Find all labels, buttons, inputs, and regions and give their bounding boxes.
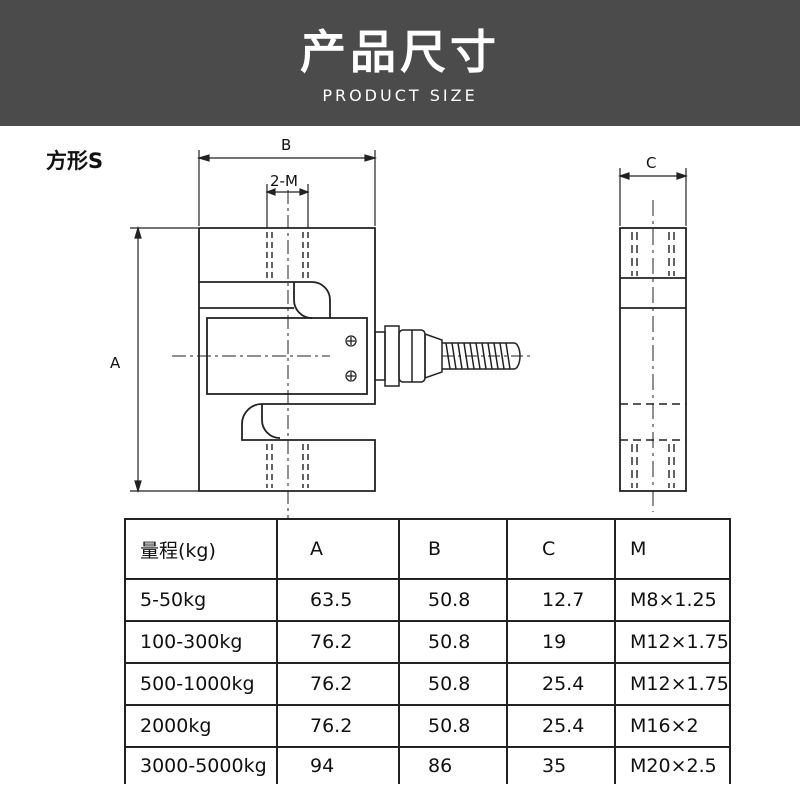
table-cell: 76.2	[276, 620, 400, 664]
table-row: 3000-5000kg 94 86 35 M20×2.5	[124, 746, 731, 784]
table-cell: 35	[506, 746, 616, 784]
table-header-row: 量程(kg) A B C M	[124, 518, 731, 580]
table-cell: M12×1.75	[614, 662, 731, 706]
table-cell: 50.8	[398, 704, 508, 748]
table-cell: 19	[506, 620, 616, 664]
table-cell: 12.7	[506, 578, 616, 622]
table-cell: 50.8	[398, 620, 508, 664]
dim-label-b: B	[281, 136, 291, 154]
dimension-c	[618, 168, 688, 226]
dim-label-m: 2-M	[270, 172, 298, 190]
table-cell: 25.4	[506, 704, 616, 748]
table-header-c: C	[506, 518, 616, 580]
dim-label-a: A	[110, 354, 121, 372]
table-row: 2000kg 76.2 50.8 25.4 M16×2	[124, 704, 731, 748]
table-header-a: A	[276, 518, 400, 580]
table-cell: 76.2	[276, 662, 400, 706]
table-cell: 100-300kg	[124, 620, 278, 664]
cable-gland	[374, 325, 443, 387]
table-cell: 5-50kg	[124, 578, 278, 622]
table-cell: 50.8	[398, 662, 508, 706]
table-cell: 50.8	[398, 578, 508, 622]
front-view	[198, 227, 376, 492]
table-cell: 94	[276, 746, 400, 784]
spec-table: 量程(kg) A B C M 5-50kg 63.5 50.8 12.7 M8×…	[124, 518, 731, 784]
dimension-2m	[265, 184, 310, 228]
screw-top	[345, 335, 357, 347]
table-row: 5-50kg 63.5 50.8 12.7 M8×1.25	[124, 578, 731, 622]
table-cell: 25.4	[506, 662, 616, 706]
table-cell: M16×2	[614, 704, 731, 748]
table-row: 100-300kg 76.2 50.8 19 M12×1.75	[124, 620, 731, 664]
table-cell: 2000kg	[124, 704, 278, 748]
table-row: 500-1000kg 76.2 50.8 25.4 M12×1.75	[124, 662, 731, 706]
page-title: 产品尺寸	[300, 25, 500, 79]
table-cell: 63.5	[276, 578, 400, 622]
dim-label-c: C	[646, 154, 656, 172]
table-header-m: M	[614, 518, 731, 580]
table-cell: M8×1.25	[614, 578, 731, 622]
section-label: 方形S	[46, 149, 104, 173]
table-cell: 3000-5000kg	[124, 746, 278, 784]
header-banner: 产品尺寸 PRODUCT SIZE	[0, 0, 800, 126]
table-cell: 500-1000kg	[124, 662, 278, 706]
table-cell: 76.2	[276, 704, 400, 748]
table-header-range: 量程(kg)	[124, 518, 278, 580]
table-cell: M20×2.5	[614, 746, 731, 784]
table-header-b: B	[398, 518, 508, 580]
table-cell: 86	[398, 746, 508, 784]
dimension-a	[130, 225, 199, 494]
dimension-b	[196, 150, 378, 226]
page-subtitle: PRODUCT SIZE	[322, 86, 478, 105]
load-cell-drawing: B 2-M A C	[110, 136, 688, 518]
table-cell: M12×1.75	[614, 620, 731, 664]
screw-bottom	[345, 370, 357, 382]
